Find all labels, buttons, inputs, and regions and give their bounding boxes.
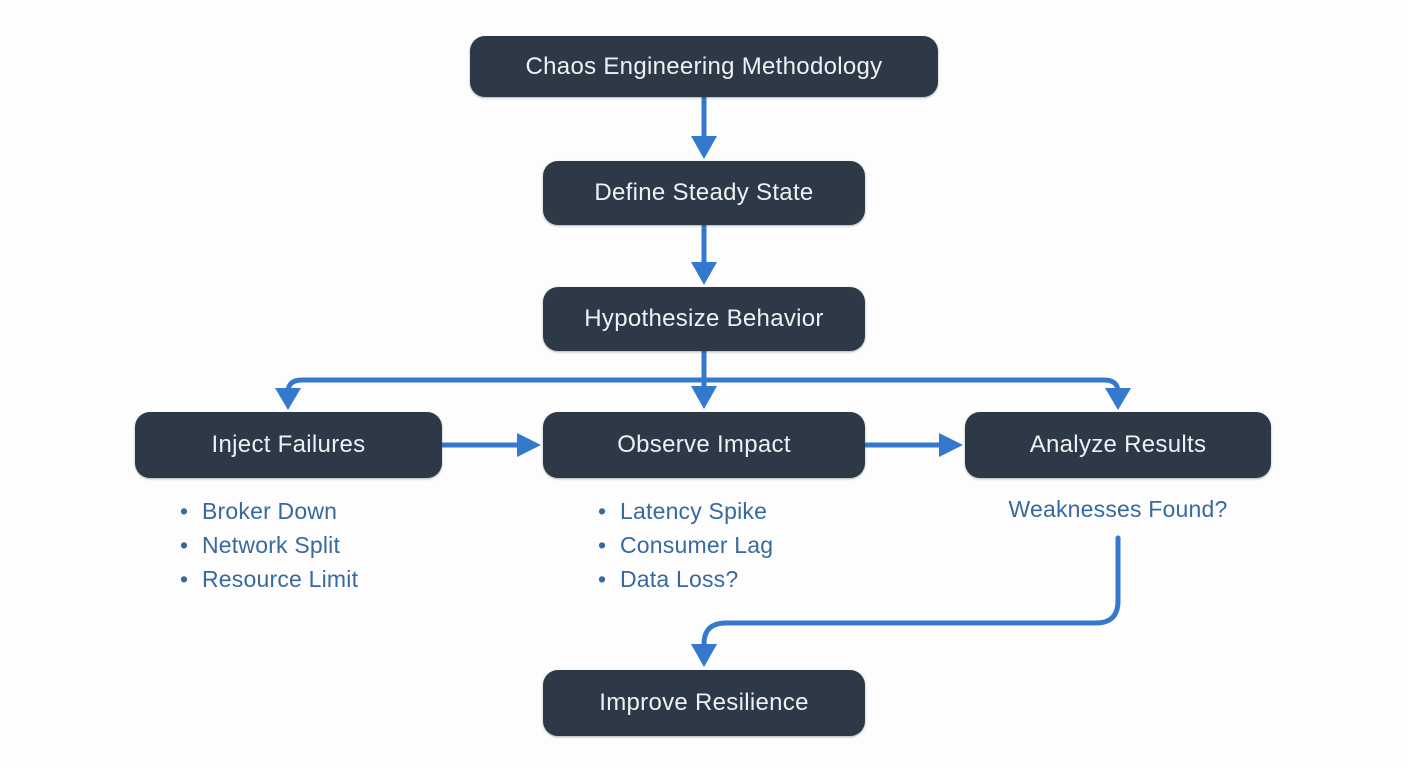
node-improve-resilience: Improve Resilience: [543, 670, 865, 736]
node-label: Chaos Engineering Methodology: [525, 52, 883, 80]
node-label: Observe Impact: [617, 431, 791, 458]
list-item: Network Split: [180, 528, 358, 562]
arrowhead-branch-to-analyze: [1105, 388, 1131, 410]
list-item: Broker Down: [180, 494, 358, 528]
analyze-results-note: Weaknesses Found?: [1008, 496, 1228, 522]
node-analyze-results: Analyze Results: [965, 412, 1271, 478]
node-label: Define Steady State: [594, 179, 814, 206]
arrowhead-define-to-hypothesize: [691, 262, 717, 285]
list-item: Consumer Lag: [598, 528, 773, 562]
node-define-steady-state: Define Steady State: [543, 161, 865, 225]
node-hypothesize-behavior: Hypothesize Behavior: [543, 287, 865, 351]
node-inject-failures: Inject Failures: [135, 412, 442, 478]
list-item: Data Loss?: [598, 562, 773, 596]
node-label: Improve Resilience: [599, 689, 809, 716]
list-item: Latency Spike: [598, 494, 773, 528]
arrowhead-branch-to-inject: [275, 388, 301, 410]
arrow-branch-rail: [285, 377, 1121, 395]
node-observe-impact: Observe Impact: [543, 412, 865, 478]
node-label: Hypothesize Behavior: [584, 305, 824, 332]
arrowhead-hypothesize-to-observe: [691, 386, 717, 409]
node-label: Analyze Results: [1029, 431, 1207, 458]
list-item: Resource Limit: [180, 562, 358, 596]
arrowhead-analyze-to-improve: [691, 644, 717, 667]
arrowhead-title-to-define: [691, 136, 717, 159]
inject-failures-list: Broker Down Network Split Resource Limit: [180, 494, 358, 596]
node-label: Inject Failures: [211, 431, 366, 458]
arrowhead-observe-to-analyze: [939, 433, 963, 457]
observe-impact-list: Latency Spike Consumer Lag Data Loss?: [598, 494, 773, 596]
node-chaos-engineering-methodology: Chaos Engineering Methodology: [470, 36, 938, 97]
arrowhead-inject-to-observe: [517, 433, 541, 457]
